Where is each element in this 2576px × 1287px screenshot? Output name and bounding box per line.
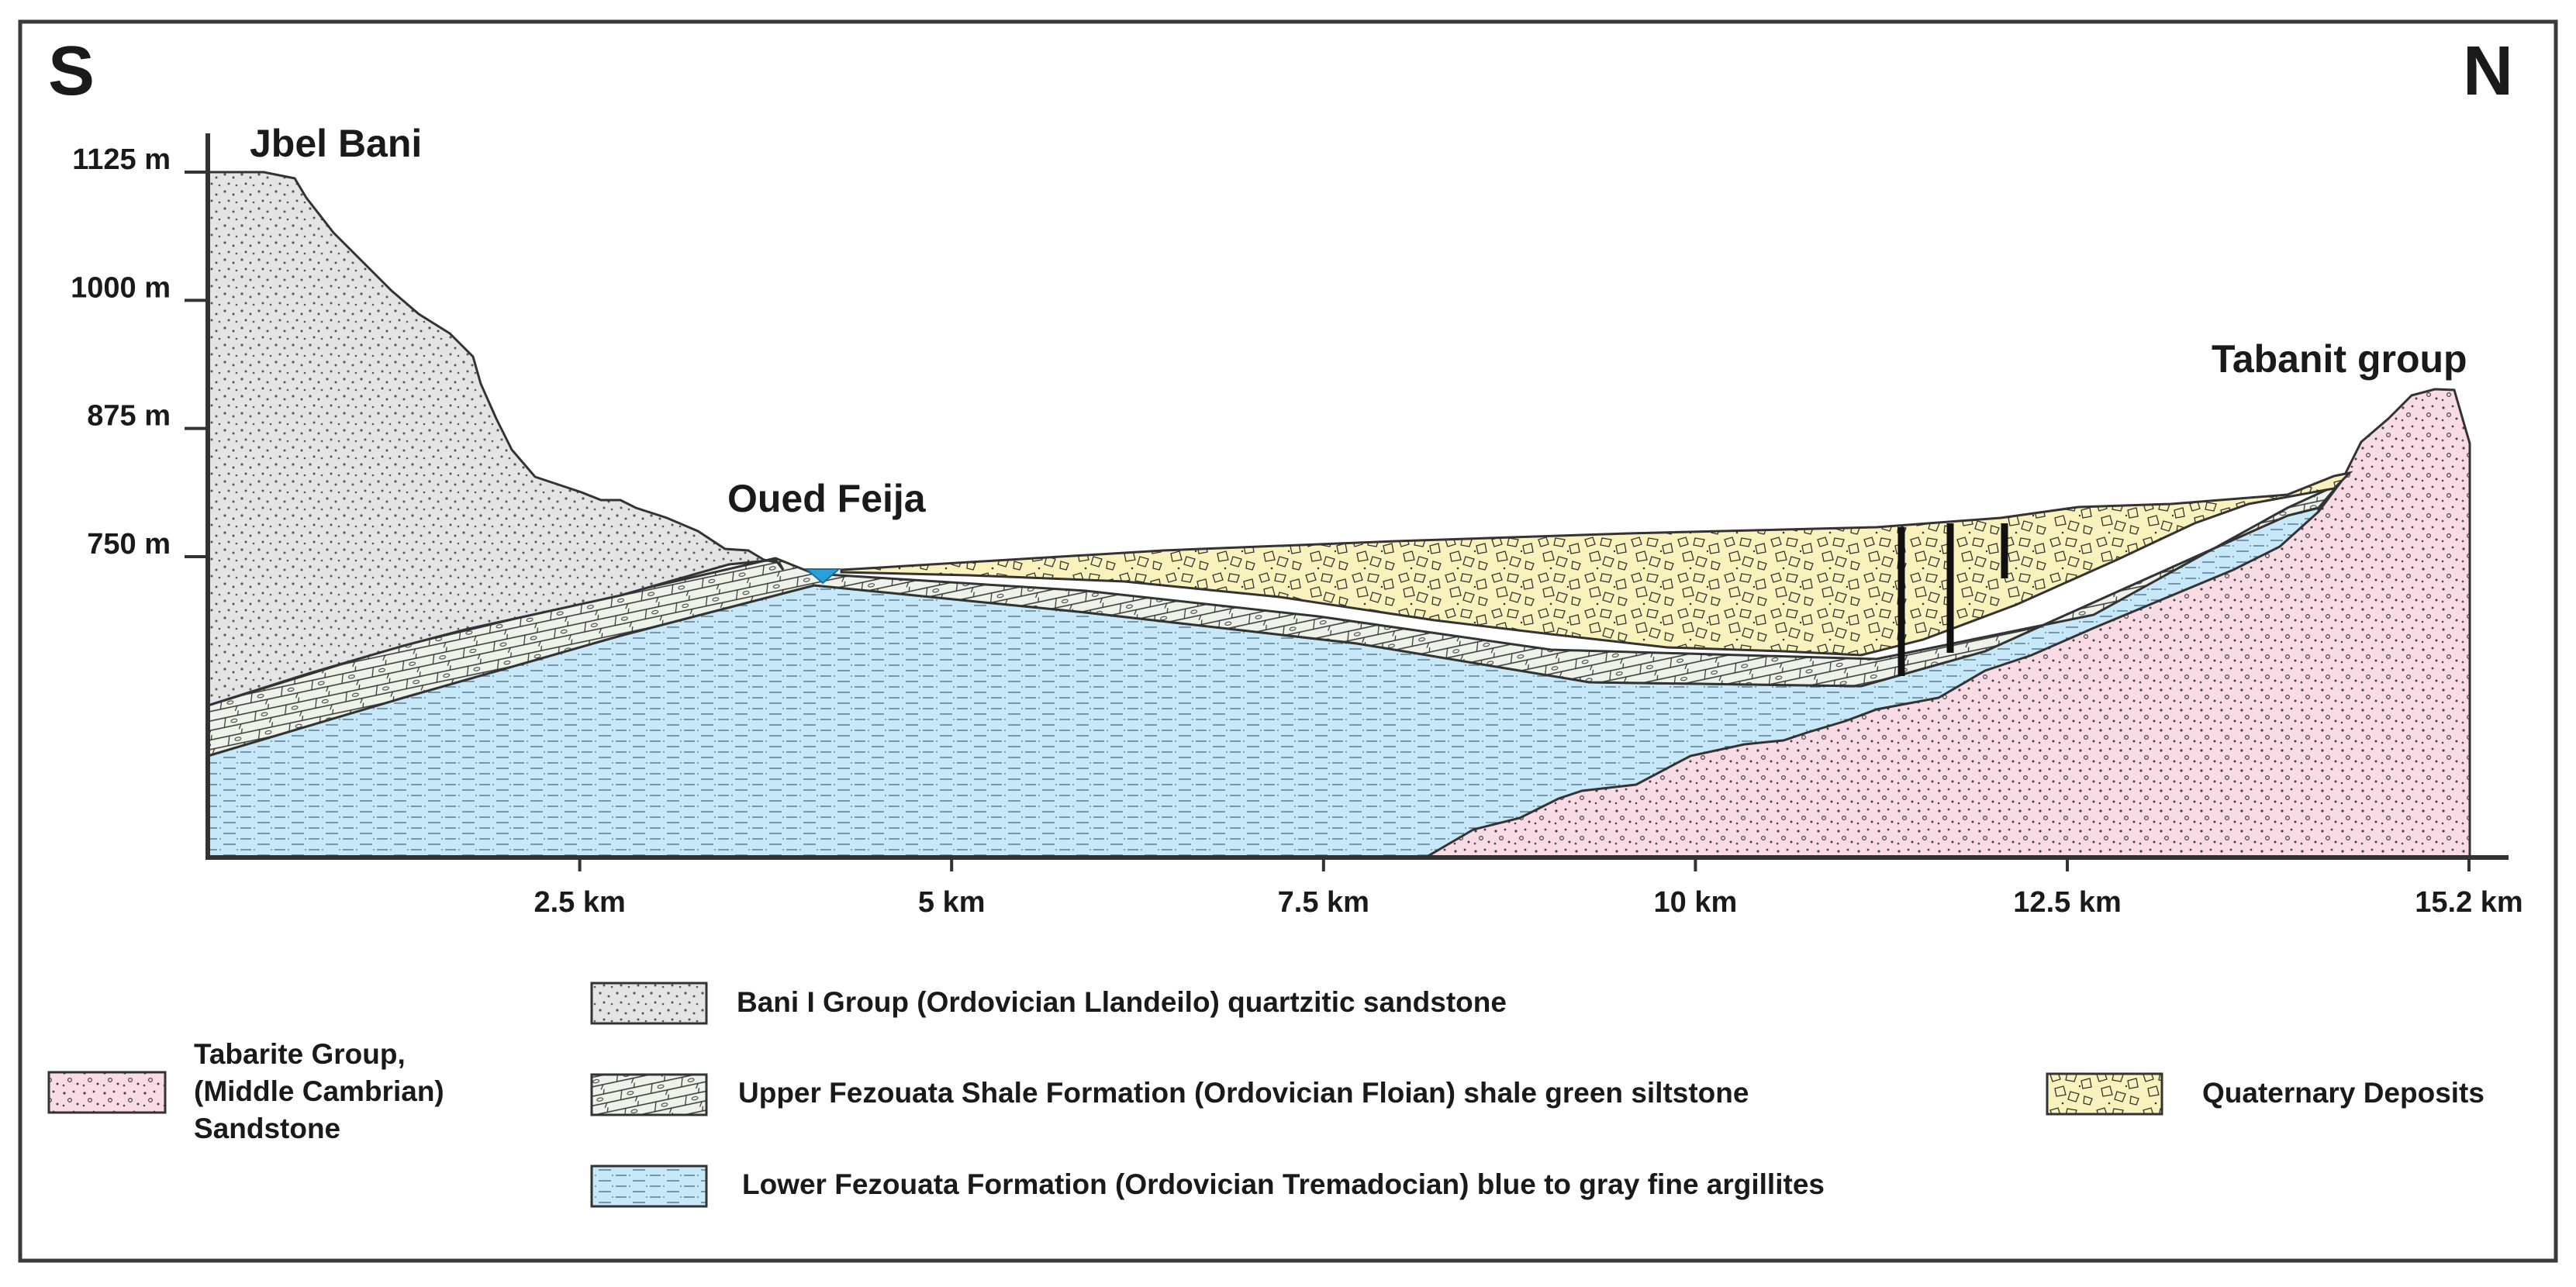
legend: Bani I Group (Ordovician Llandeilo) quar… [47,982,2484,1208]
legend-label-tabarite-line2: (Middle Cambrian) [194,1075,444,1107]
elevation-tick-label-3: 750 m [87,528,171,561]
distance-ticks: 2.5 km 5 km 7.5 km 10 km 12.5 km 15.2 km [534,857,2523,919]
upper-fezouata-unit [208,479,2343,757]
distance-tick-label-3: 10 km [1654,886,1738,919]
legend-label-upper-fezouata: Upper Fezouata Shale Formation (Ordovici… [738,1077,1749,1109]
oued-feija-label: Oued Feija [727,477,927,520]
river-marker-icon [804,568,841,585]
distance-tick-label-2: 7.5 km [1278,886,1369,919]
legend-label-tabarite-line3: Sandstone [194,1113,340,1144]
elevation-tick-label-1: 1000 m [71,271,171,304]
distance-tick-label-1: 5 km [918,886,986,919]
geologic-units [208,171,2471,857]
legend-swatch-lower-fezouata [590,1165,708,1208]
quaternary-unit [840,471,2353,657]
legend-label-quaternary: Quaternary Deposits [2202,1077,2484,1109]
legend-swatch-upper-fezouata [590,1073,708,1116]
distance-tick-label-5: 15.2 km [2415,886,2522,919]
elevation-ticks: 1125 m 1000 m 875 m 750 m [71,143,208,561]
north-label: N [2463,33,2513,110]
legend-label-lower-fezouata: Lower Fezouata Formation (Ordovician Tre… [742,1168,1825,1200]
south-label: S [48,33,95,110]
tabarite-unit [1424,388,2471,857]
elevation-tick-label-0: 1125 m [72,143,171,176]
legend-swatch-tabarite [47,1071,167,1114]
axes: 1125 m 1000 m 875 m 750 m 2.5 km 5 km 7.5 km 1… [71,133,2523,919]
jbel-bani-label: Jbel Bani [250,122,422,165]
legend-swatch-bani [590,982,708,1025]
tabanit-group-label: Tabanit group [2212,337,2467,381]
distance-tick-label-0: 2.5 km [534,886,625,919]
legend-label-bani: Bani I Group (Ordovician Llandeilo) quar… [737,986,1507,1018]
bani-unit [208,171,785,707]
legend-label-tabarite-line1: Tabarite Group, [194,1038,406,1070]
legend-swatch-quaternary [2046,1072,2163,1116]
distance-tick-label-4: 12.5 km [2013,886,2121,919]
elevation-tick-label-2: 875 m [87,400,171,433]
